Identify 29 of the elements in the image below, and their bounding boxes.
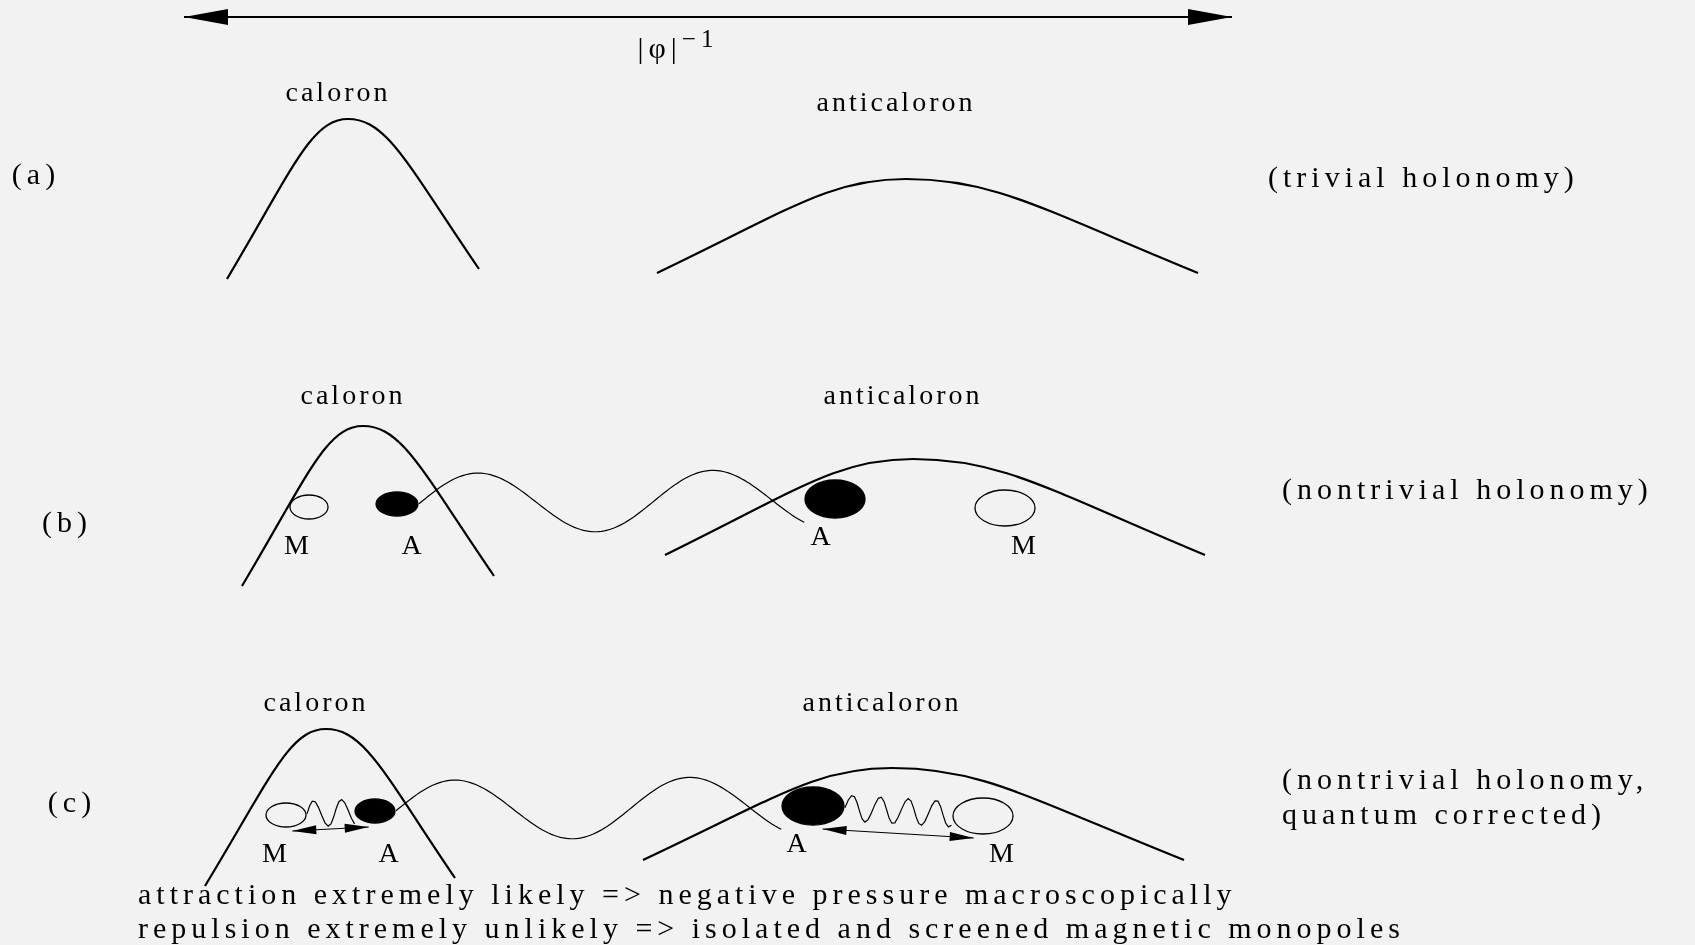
wavy-line — [844, 794, 953, 828]
curve-label: anticaloron — [823, 378, 983, 412]
monopole-label: A — [786, 826, 810, 860]
monopole-label: M — [989, 836, 1017, 870]
attraction-arrow — [822, 825, 975, 842]
monopole-label: M — [262, 836, 290, 870]
holonomy-label: (nontrivial holonomy) — [1282, 472, 1653, 507]
wavy-line — [418, 469, 805, 533]
curve-label: caloron — [285, 75, 391, 109]
curve-label: caloron — [263, 685, 369, 719]
row-label: (a) — [11, 156, 61, 192]
monopole-label: A — [378, 836, 402, 870]
holonomy-label: (trivial holonomy) — [1268, 160, 1579, 195]
wavy-line — [306, 798, 356, 827]
monopole-label: M — [1011, 528, 1039, 562]
holonomy-label: (nontrivial holonomy, quantum corrected) — [1282, 762, 1650, 831]
scale-label: |φ|$^{−1}$ — [637, 24, 719, 66]
row-label: (b) — [42, 504, 92, 540]
conclusion-text: repulsion extremely unlikely => isolated and screened magnetic monopoles — [138, 911, 1405, 945]
wavy-line — [395, 776, 782, 840]
row-label: (c) — [47, 784, 97, 820]
monopole-label: A — [810, 519, 834, 553]
attraction-arrow — [291, 823, 370, 835]
curve-label: caloron — [300, 378, 406, 412]
monopole-label: A — [401, 528, 425, 562]
conclusion-text: attraction extremely likely => negative pressure macroscopically — [138, 877, 1237, 912]
curve-label: anticaloron — [816, 85, 976, 119]
monopole-label: M — [284, 528, 312, 562]
curve-label: anticaloron — [802, 685, 962, 719]
